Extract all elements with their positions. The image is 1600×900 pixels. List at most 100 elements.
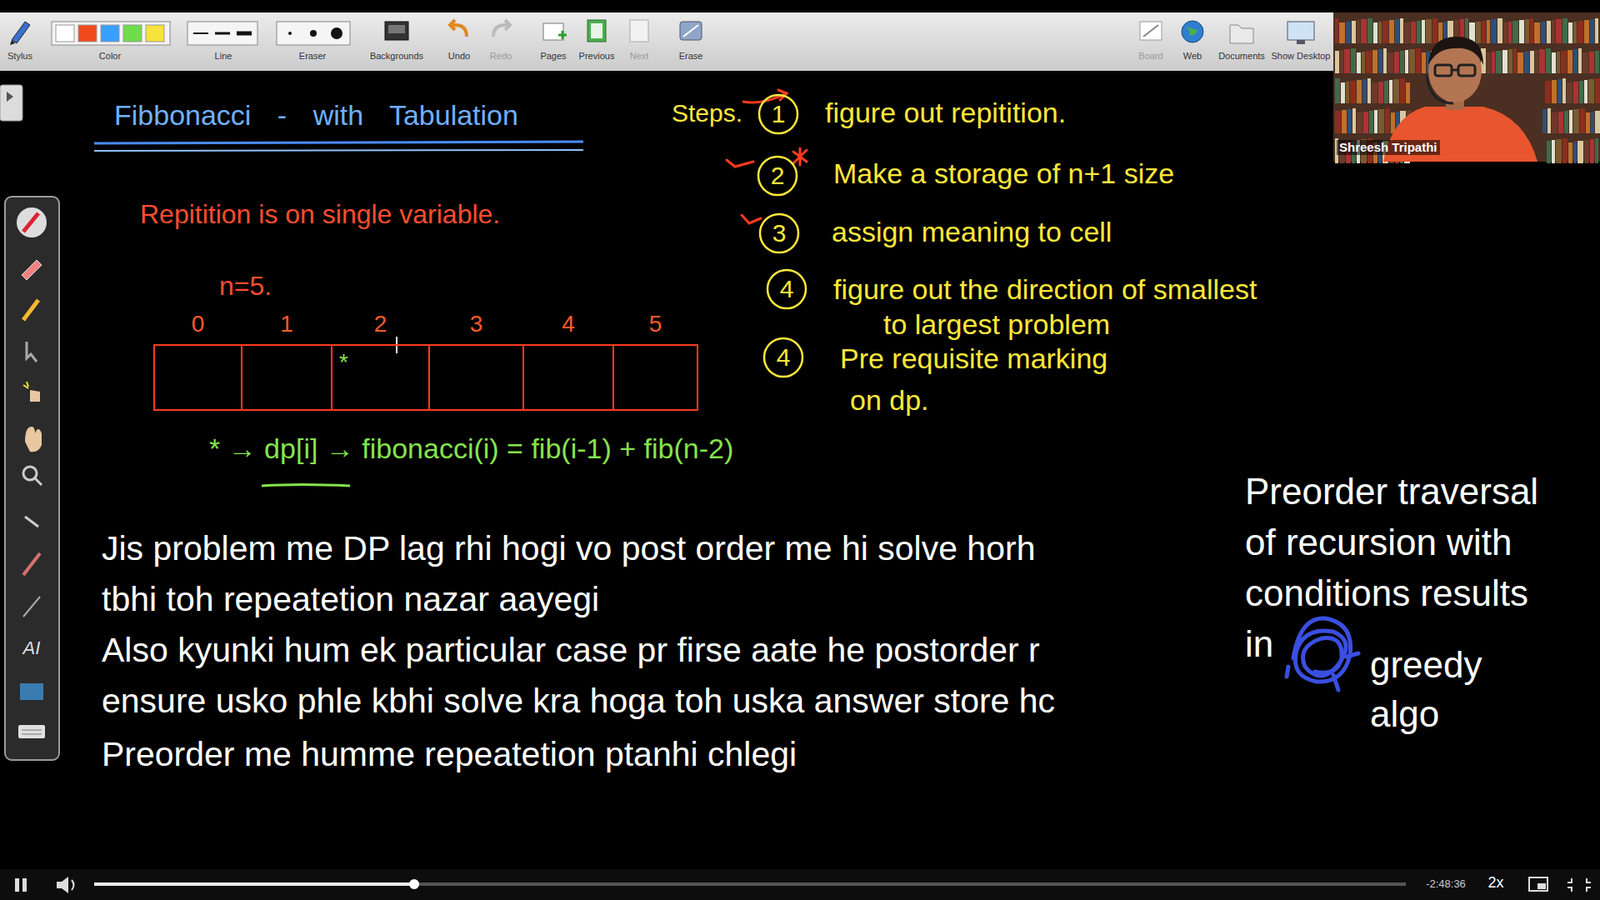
book-spine	[1351, 20, 1356, 44]
book-spine	[1335, 50, 1340, 74]
index-number: 4	[561, 312, 575, 336]
book-spine	[1481, 20, 1486, 44]
toolbar-label: Board	[1138, 50, 1163, 62]
book-spine	[1362, 79, 1367, 104]
book-spine	[1513, 48, 1517, 74]
book-spine	[1385, 108, 1390, 134]
book-spine	[1551, 20, 1555, 44]
circle-outline	[758, 156, 797, 195]
book-spine	[1497, 18, 1503, 44]
circle-outline	[759, 95, 798, 134]
book-spine	[1540, 21, 1546, 44]
book-spine	[1534, 22, 1540, 44]
book-spine	[1378, 21, 1382, 44]
toolbar-label: Line	[215, 50, 233, 62]
circle-outline	[764, 338, 803, 377]
step-text: Pre requisite marking on dp.	[840, 337, 1138, 421]
book-spine	[1339, 22, 1345, 44]
book-spine	[1512, 20, 1519, 44]
book-spine	[1595, 18, 1599, 44]
book-spine	[1560, 50, 1567, 74]
player-bar	[0, 869, 1600, 900]
book-spine	[1378, 49, 1383, 74]
book-spine	[1486, 20, 1490, 44]
book-spine	[1595, 78, 1600, 104]
toolbar-label: Stylus	[7, 50, 33, 62]
title-underline	[94, 150, 584, 151]
book-spine	[1475, 21, 1481, 44]
book-spine	[1508, 49, 1513, 74]
book-spine	[1350, 80, 1356, 104]
book-spine	[1405, 82, 1410, 104]
book-spine	[1562, 18, 1568, 44]
book-spine	[1345, 21, 1351, 44]
toolbar-label: Erase	[679, 50, 704, 62]
steps-heading: Steps.	[671, 98, 743, 129]
toolbar-label: Pages	[540, 50, 566, 62]
book-spine	[1387, 52, 1394, 74]
circle-outline	[767, 270, 806, 309]
book-spine	[1344, 49, 1350, 74]
step-number: 4	[776, 345, 791, 370]
book-spine	[1562, 138, 1568, 164]
book-spine	[1340, 82, 1345, 104]
handwritten-note: n=5.	[219, 270, 272, 302]
book-spine	[1371, 82, 1378, 104]
book-spine	[1356, 80, 1362, 104]
book-spine	[1350, 48, 1356, 74]
book-spine	[1400, 50, 1405, 74]
tool-icon-text: AI	[23, 637, 41, 660]
book-spine	[1578, 48, 1582, 74]
book-spine	[1356, 112, 1363, 134]
book-spine	[1567, 50, 1573, 74]
step-number: 4	[780, 276, 795, 302]
book-spine	[1372, 50, 1378, 74]
array-cell: 4	[522, 344, 615, 411]
array-cell: 5	[612, 344, 699, 411]
book-spine	[1373, 22, 1378, 44]
book-spine	[1573, 49, 1578, 74]
book-spine	[1400, 18, 1404, 44]
book-spine	[1551, 52, 1556, 74]
toolbar-label: Previous	[579, 50, 615, 62]
index-number: 3	[470, 312, 484, 336]
toolbar-label: Documents	[1218, 50, 1265, 62]
book-spine	[1389, 80, 1393, 104]
book-spine	[1589, 51, 1595, 74]
toolbar-label: Color	[99, 50, 121, 62]
handwritten-note: Repitition is on single variable.	[140, 198, 500, 230]
book-spine	[1573, 141, 1577, 164]
book-spine	[1546, 140, 1551, 164]
time-remaining: -2:48:36	[1425, 877, 1466, 891]
playback-speed: 2x	[1487, 874, 1504, 893]
book-spine	[1557, 79, 1562, 104]
side-tab	[0, 85, 23, 121]
book-spine	[1588, 79, 1595, 104]
toolbar-label: Eraser	[299, 50, 326, 62]
book-spine	[1432, 18, 1438, 44]
book-spine	[1356, 52, 1361, 74]
book-spine	[1369, 110, 1374, 134]
book-spine	[1382, 20, 1389, 44]
book-spine	[1568, 142, 1573, 164]
book-spine	[1584, 20, 1590, 44]
cell-mark: *	[339, 350, 349, 375]
book-spine	[1545, 80, 1551, 104]
book-spine	[1383, 48, 1387, 74]
book-spine	[1555, 19, 1562, 44]
book-spine	[1508, 21, 1512, 44]
side-note: Preorder traversal of recursion with con…	[1245, 465, 1554, 670]
toolbar-label: Undo	[448, 50, 470, 62]
book-spine	[1584, 140, 1590, 164]
book-spine	[1363, 111, 1369, 134]
book-spine	[1367, 78, 1371, 104]
step-text: figure out repitition.	[825, 95, 1066, 130]
step-text: assign meaning to cell	[831, 215, 1112, 250]
book-spine	[1340, 50, 1344, 74]
array-cell: 2*	[330, 344, 430, 411]
book-spine	[1551, 112, 1558, 134]
book-spine	[1365, 50, 1372, 74]
book-spine	[1495, 50, 1502, 74]
book-spine	[1352, 108, 1356, 134]
book-spine	[1590, 139, 1595, 164]
